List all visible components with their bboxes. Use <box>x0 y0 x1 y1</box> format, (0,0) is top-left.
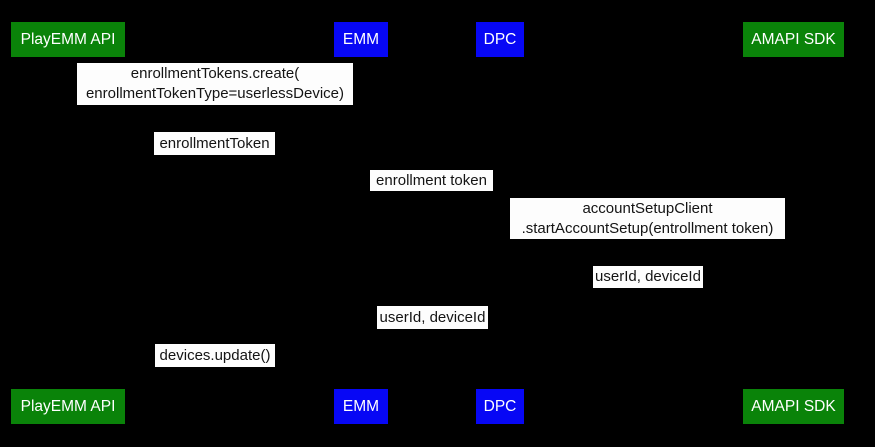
message-line: devices.update() <box>159 346 271 364</box>
message-line: enrollmentTokenType=userlessDevice) <box>85 85 345 102</box>
actor-dpc-top: DPC <box>476 22 524 57</box>
actor-amapi-sdk-bottom: AMAPI SDK <box>743 389 844 424</box>
actor-emm-bottom: EMM <box>334 389 388 424</box>
actor-playemm-api-bottom: PlayEMM API <box>11 389 125 424</box>
message-userid-deviceid-to-emm: userId, deviceId <box>377 306 488 329</box>
message-userid-deviceid-to-dpc: userId, deviceId <box>593 266 703 288</box>
message-line: enrollment token <box>376 171 487 189</box>
actor-playemm-api-top: PlayEMM API <box>11 22 125 57</box>
message-enrollment-token: enrollment token <box>370 170 493 191</box>
message-line: .startAccountSetup(entrollment token) <box>521 219 774 237</box>
message-enrollment-tokens-create: enrollmentTokens.create( enrollmentToken… <box>77 63 353 105</box>
message-line: enrollmentTokens.create( <box>130 65 300 82</box>
message-enrollment-token-reply: enrollmentToken <box>154 132 275 155</box>
message-line: userId, deviceId <box>379 308 486 326</box>
message-devices-update: devices.update() <box>155 344 275 367</box>
actor-dpc-bottom: DPC <box>476 389 524 424</box>
message-line: enrollmentToken <box>159 134 270 152</box>
actor-amapi-sdk-top: AMAPI SDK <box>743 22 844 57</box>
message-line: userId, deviceId <box>595 268 701 285</box>
actor-emm-top: EMM <box>334 22 388 57</box>
message-line: accountSetupClient <box>582 199 713 217</box>
message-start-account-setup: accountSetupClient .startAccountSetup(en… <box>510 198 785 239</box>
